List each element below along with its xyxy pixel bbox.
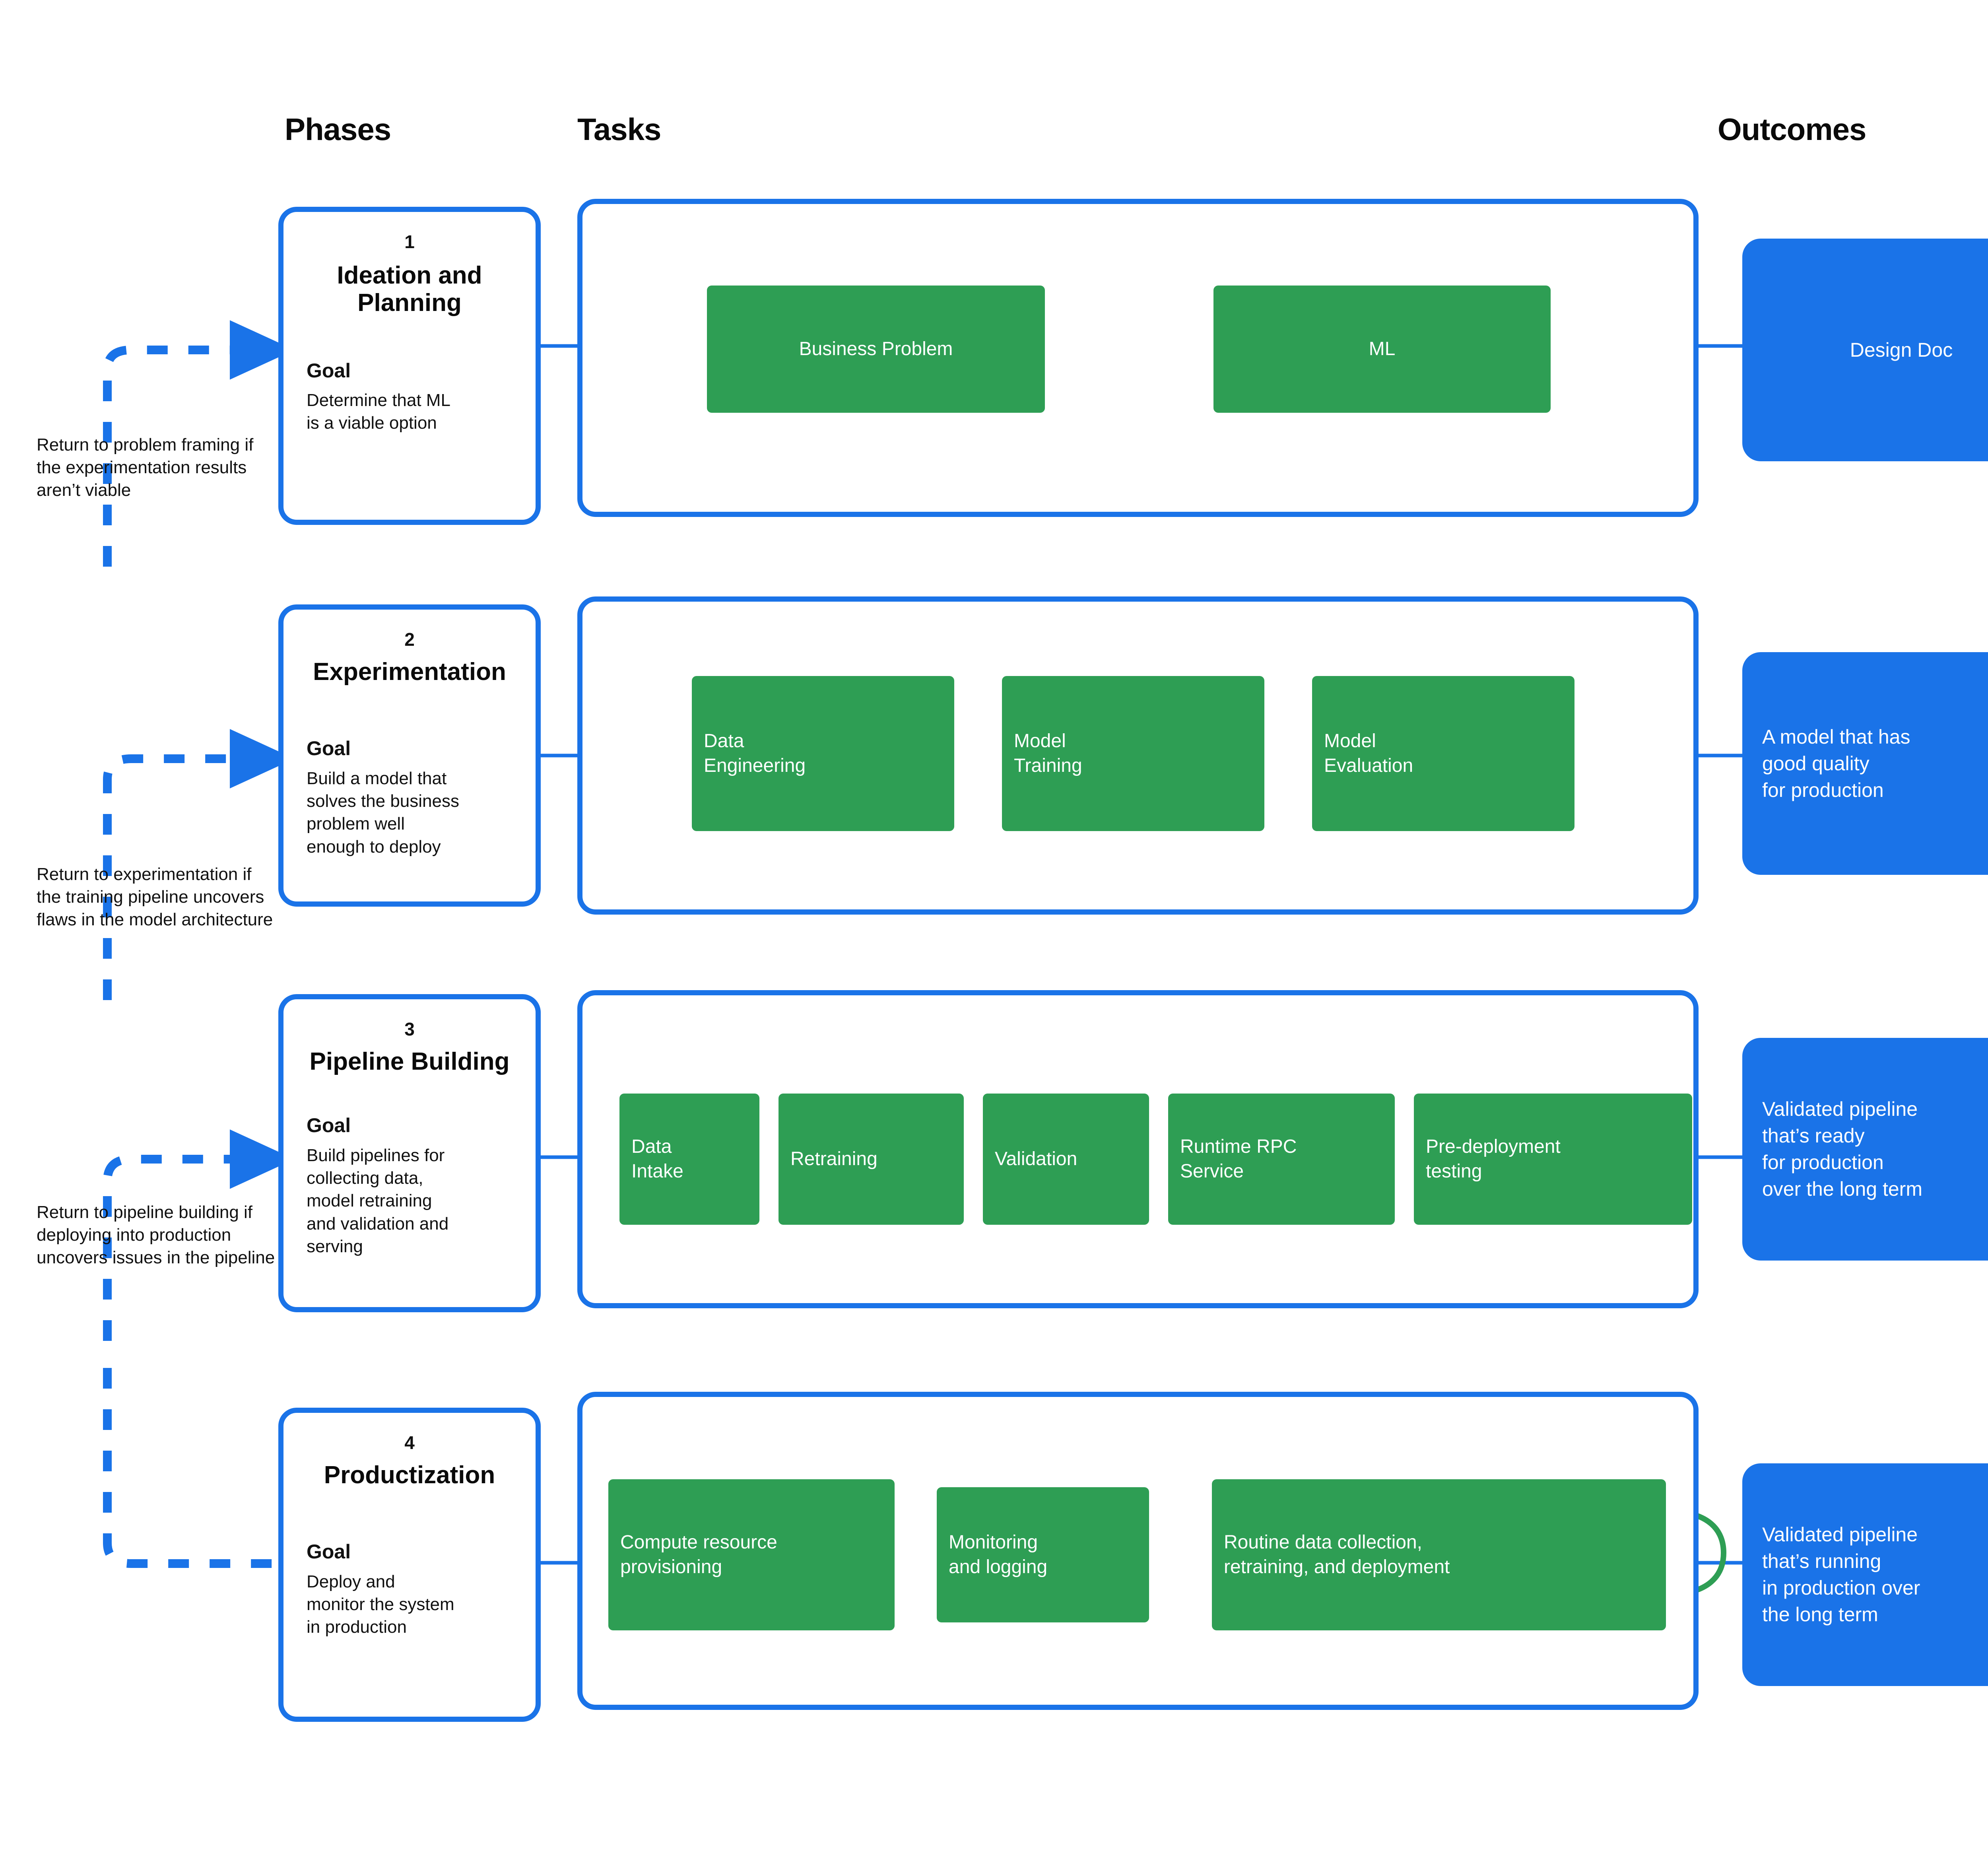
goal-label: Goal [307, 737, 351, 760]
task-box[interactable]: Pre-deployment testing [1414, 1094, 1692, 1225]
task-label: Runtime RPC Service [1180, 1136, 1297, 1182]
goal-label: Goal [307, 359, 351, 382]
phase-card-4[interactable]: 4 Productization Goal Deploy and monitor… [278, 1408, 541, 1722]
task-box[interactable]: Business Problem [707, 286, 1045, 413]
phase-task-links [541, 344, 577, 1565]
return-note-left-1: Return to problem framing if the experim… [37, 435, 254, 500]
outcome-label: Validated pipeline that’s ready for prod… [1762, 1098, 1922, 1200]
phase-title: Pipeline Building [309, 1048, 510, 1075]
goal-text: Determine that ML is a viable option [307, 390, 450, 433]
task-outcome-links [1694, 344, 1742, 1565]
task-box[interactable]: Compute resource provisioning [608, 1479, 895, 1630]
task-label: Routine data collection, retraining, and… [1224, 1531, 1450, 1577]
outcome-label: Design Doc [1850, 338, 1953, 361]
phase-card-3[interactable]: 3 Pipeline Building Goal Build pipelines… [278, 994, 541, 1312]
outcome-box-2[interactable]: A model that has good quality for produc… [1742, 652, 1988, 875]
goal-text: Build pipelines for collecting data, mod… [307, 1146, 449, 1256]
goal-label: Goal [307, 1114, 351, 1136]
column-header-phases: Phases [285, 112, 391, 147]
task-label: Model Evaluation [1324, 730, 1413, 776]
outcome-label: Validated pipeline that’s running in pro… [1762, 1523, 1920, 1626]
phase-title: Experimentation [313, 658, 506, 686]
task-label: Business Problem [799, 338, 953, 359]
task-label: Validation [995, 1148, 1077, 1169]
phase-number: 1 [404, 231, 415, 252]
outcome-label: A model that has good quality for produc… [1762, 725, 1910, 801]
phase-number: 3 [404, 1019, 415, 1039]
goal-label: Goal [307, 1540, 351, 1563]
task-box[interactable]: Model Evaluation [1312, 676, 1574, 831]
task-label: ML [1369, 338, 1396, 359]
outcome-box-3[interactable]: Validated pipeline that’s ready for prod… [1742, 1038, 1988, 1261]
return-path-left-4 [103, 1368, 274, 1568]
task-box[interactable]: Runtime RPC Service [1168, 1094, 1395, 1225]
task-label: Monitoring and logging [949, 1531, 1048, 1577]
task-box[interactable]: Data Engineering [692, 676, 954, 831]
goal-text: Build a model that solves the business p… [307, 769, 459, 857]
task-label: Data Intake [631, 1136, 683, 1182]
return-note-left-3: Return to pipeline building if deploying… [37, 1202, 275, 1268]
goal-text: Deploy and monitor the system in product… [307, 1572, 454, 1637]
task-box[interactable]: Data Intake [619, 1094, 759, 1225]
task-box[interactable]: Validation [983, 1094, 1149, 1225]
column-header-outcomes: Outcomes [1718, 112, 1866, 147]
return-note-left-2: Return to experimentation if the trainin… [37, 864, 273, 930]
task-box[interactable]: Routine data collection, retraining, and… [1212, 1479, 1666, 1630]
task-label: Compute resource provisioning [620, 1531, 777, 1577]
phase-card-2[interactable]: 2 Experimentation Goal Build a model tha… [278, 604, 541, 907]
task-label: Data Engineering [704, 730, 806, 776]
outcome-box-4[interactable]: Validated pipeline that’s running in pro… [1742, 1463, 1988, 1686]
task-box[interactable]: ML [1213, 286, 1551, 413]
phase-card-1[interactable]: 1 Ideation and Planning Goal Determine t… [278, 207, 541, 525]
task-box[interactable]: Retraining [779, 1094, 964, 1225]
task-label: Retraining [790, 1148, 878, 1169]
phase-title: Productization [324, 1461, 495, 1489]
task-box[interactable]: Monitoring and logging [937, 1487, 1149, 1622]
task-box[interactable]: Model Training [1002, 676, 1264, 831]
column-header-tasks: Tasks [577, 112, 661, 147]
phase-number: 2 [404, 629, 415, 650]
outcome-box-1[interactable]: Design Doc [1742, 239, 1988, 461]
phase-number: 4 [404, 1432, 415, 1453]
task-label: Pre-deployment testing [1426, 1136, 1561, 1182]
task-chain-links [759, 348, 1414, 1555]
task-label: Model Training [1014, 730, 1082, 776]
phase-title: Ideation and Planning [337, 262, 482, 317]
